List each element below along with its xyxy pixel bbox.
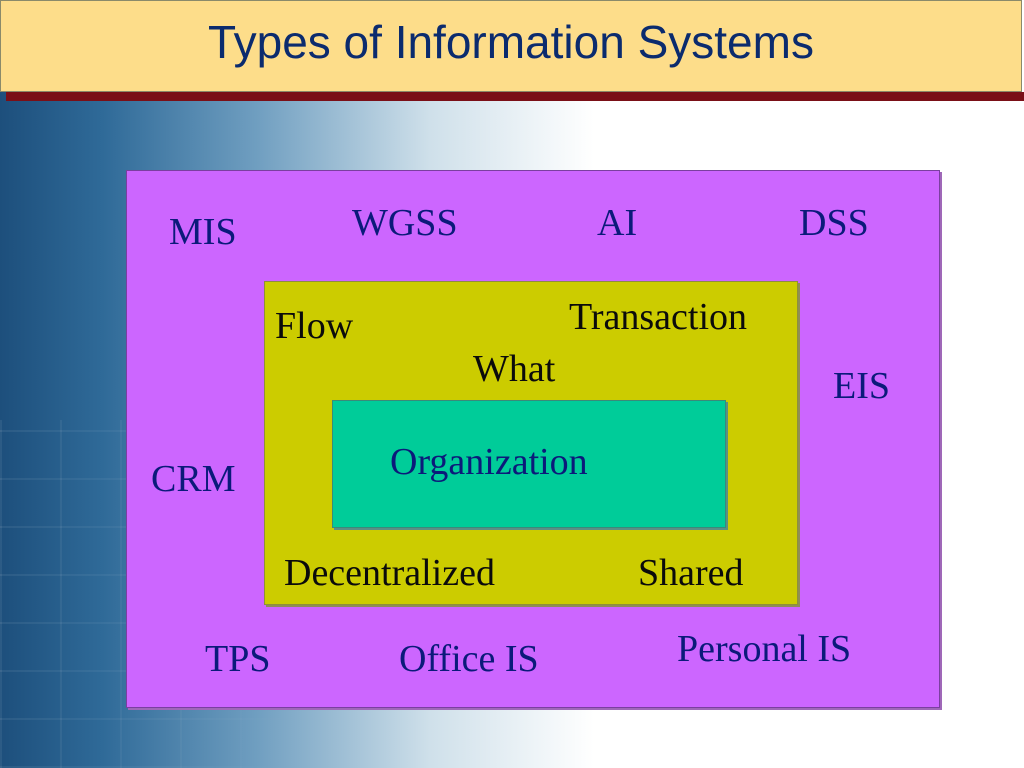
label-mis: MIS <box>169 211 237 253</box>
label-dss: DSS <box>799 202 869 244</box>
title-bar-shadow <box>6 92 1024 101</box>
label-flow: Flow <box>275 305 354 347</box>
label-tps: TPS <box>205 638 271 680</box>
label-wgss: WGSS <box>352 202 458 244</box>
label-shared: Shared <box>638 552 744 594</box>
title-bar <box>0 0 1022 92</box>
label-decentralized: Decentralized <box>284 552 495 594</box>
slide-title: Types of Information Systems <box>208 16 814 68</box>
label-office-is: Office IS <box>399 638 539 680</box>
core-box <box>332 400 726 528</box>
label-eis: EIS <box>833 365 890 407</box>
label-transaction: Transaction <box>569 296 748 338</box>
label-what: What <box>473 348 556 390</box>
label-crm: CRM <box>151 458 236 500</box>
label-ai: AI <box>597 202 638 244</box>
label-organization: Organization <box>390 441 588 483</box>
label-personal-is: Personal IS <box>677 628 852 670</box>
